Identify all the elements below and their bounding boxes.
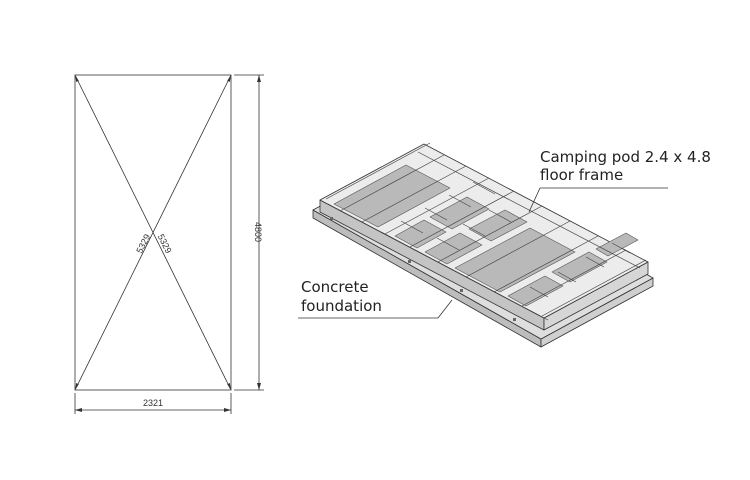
isometric-view bbox=[312, 142, 654, 348]
foundation-callout-line2: foundation bbox=[301, 297, 382, 315]
length-dimension bbox=[234, 74, 264, 391]
anchor-bolts bbox=[330, 217, 516, 321]
length-dimension-label: 4800 bbox=[253, 222, 263, 242]
foundation-leader bbox=[298, 299, 453, 319]
frame-rails bbox=[325, 142, 647, 321]
floor-frame-callout-line2: floor frame bbox=[540, 166, 623, 184]
width-dimension-label: 2321 bbox=[143, 398, 163, 408]
foundation-callout-line1: Concrete bbox=[301, 278, 369, 296]
diagonal-dimension-a: 5329 bbox=[134, 232, 152, 254]
floor-frame bbox=[319, 142, 649, 331]
frame-noggins bbox=[400, 181, 631, 298]
plan-view bbox=[74, 74, 232, 391]
floor-frame-callout-line1: Camping pod 2.4 x 4.8 bbox=[540, 148, 711, 166]
frame-panels bbox=[333, 164, 639, 307]
diagonal-line-b bbox=[74, 74, 232, 391]
frame-joists bbox=[339, 154, 627, 307]
width-dimension bbox=[74, 393, 232, 414]
floor-frame-leader bbox=[528, 187, 668, 213]
plan-outline bbox=[74, 74, 232, 391]
